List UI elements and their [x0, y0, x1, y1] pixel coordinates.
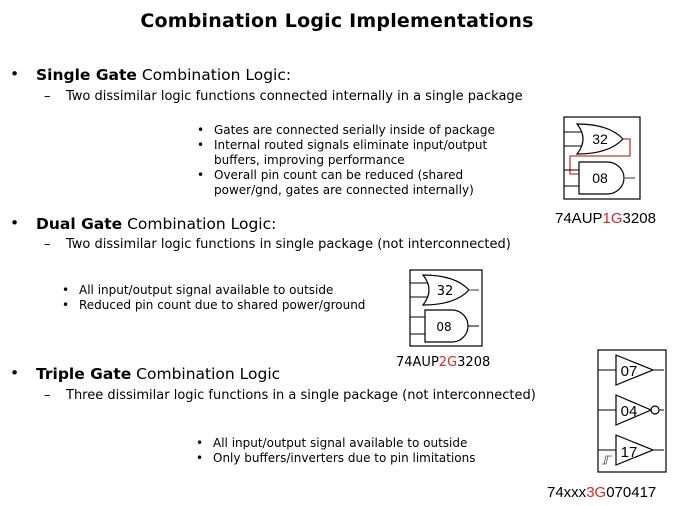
and-gate-symbol: 08	[564, 161, 635, 195]
gate-count-highlight: 1G	[602, 210, 623, 227]
gate-count-highlight: 2G	[438, 355, 458, 370]
bullet: •	[10, 364, 20, 382]
dual-gate-subtext: – Two dissimilar logic functions in sing…	[44, 237, 511, 252]
triple-gate-heading: • Triple Gate Combination Logic	[10, 364, 281, 383]
heading-bold: Triple Gate	[36, 365, 132, 383]
gate-label: 17	[621, 444, 638, 461]
single-gate-notes: •Gates are connected serially inside of …	[197, 123, 495, 198]
gate-label: 04	[621, 403, 638, 420]
note-item-continued: power/gnd, gates are connected internall…	[214, 183, 474, 197]
dual-gate-diagram: 32 08	[409, 269, 483, 347]
triple-gate-diagram: 07 04 17	[597, 349, 667, 473]
bullet: •	[10, 65, 20, 83]
buffer-gate-symbol: 07	[598, 354, 664, 386]
note-item: •Overall pin count can be reduced (share…	[197, 168, 464, 182]
single-gate-heading: • Single Gate Combination Logic:	[10, 65, 292, 84]
part-number: 74AUP2G3208	[396, 355, 491, 370]
part-number: 74AUP1G3208	[555, 210, 656, 227]
heading-rest: Combination Logic	[131, 365, 281, 383]
single-gate-diagram: 32 08	[563, 116, 641, 200]
gate-count-highlight: 3G	[586, 484, 607, 501]
note-item: •All input/output signal available to ou…	[62, 283, 334, 297]
heading-rest: Combination Logic:	[136, 66, 292, 84]
note-item-continued: buffers, improving performance	[214, 153, 405, 167]
dash: –	[44, 237, 51, 252]
note-item: •Only buffers/inverters due to pin limit…	[196, 451, 476, 465]
dash: –	[44, 388, 51, 403]
schmitt-trigger-icon	[602, 455, 612, 465]
gate-label: 08	[592, 170, 608, 186]
schmitt-buffer-symbol: 17	[598, 434, 664, 466]
bullet: •	[10, 214, 20, 232]
triple-gate-notes: •All input/output signal available to ou…	[196, 436, 476, 466]
note-item: •All input/output signal available to ou…	[196, 436, 468, 450]
dual-gate-notes: •All input/output signal available to ou…	[62, 283, 365, 313]
heading-bold: Single Gate	[36, 66, 137, 84]
gate-label: 08	[436, 320, 451, 334]
or-gate-symbol: 32	[564, 123, 624, 155]
note-item: •Gates are connected serially inside of …	[197, 123, 495, 137]
subtext: Three dissimilar logic functions in a si…	[66, 388, 536, 403]
inverter-gate-symbol: 04	[598, 394, 664, 426]
dash: –	[44, 89, 51, 104]
dual-gate-heading: • Dual Gate Combination Logic:	[10, 214, 277, 233]
internal-connection	[569, 138, 631, 175]
single-gate-subtext: – Two dissimilar logic functions connect…	[44, 89, 523, 104]
or-gate-symbol: 32	[410, 274, 479, 306]
note-item: •Internal routed signals eliminate input…	[197, 138, 488, 152]
gate-label: 32	[437, 284, 454, 299]
part-number: 74xxx3G070417	[547, 484, 657, 501]
subtext: Two dissimilar logic functions connected…	[66, 89, 523, 104]
subtext: Two dissimilar logic functions in single…	[66, 237, 511, 252]
and-gate-symbol: 08	[410, 309, 479, 343]
slide-title: Combination Logic Implementations	[140, 10, 534, 32]
heading-bold: Dual Gate	[36, 215, 123, 233]
gate-label: 07	[621, 363, 638, 380]
heading-rest: Combination Logic:	[122, 215, 277, 233]
note-item: •Reduced pin count due to shared power/g…	[62, 298, 366, 312]
triple-gate-subtext: – Three dissimilar logic functions in a …	[44, 388, 536, 403]
gate-label: 32	[592, 131, 608, 147]
